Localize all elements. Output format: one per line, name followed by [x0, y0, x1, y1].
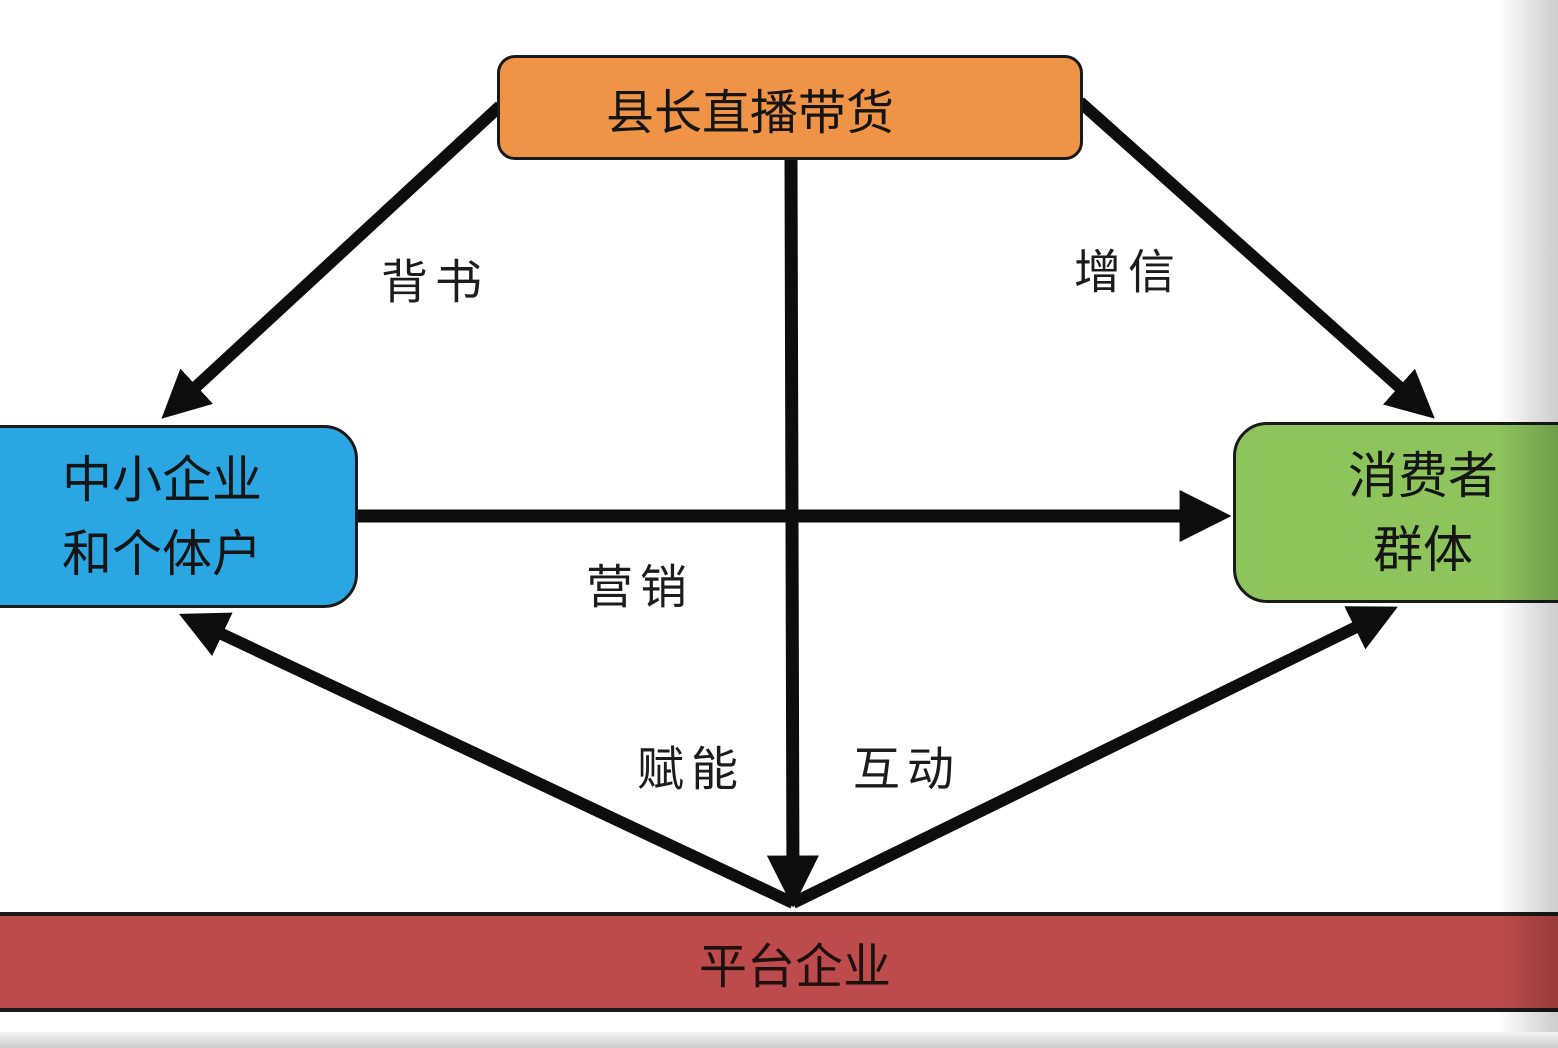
edge-label-marketing: 营销	[586, 560, 694, 616]
edge-label-credit: 增信	[1074, 245, 1182, 301]
edge-interact-arrow	[766, 157, 819, 908]
edge-endorse-arrow	[161, 101, 505, 419]
node-sme-line1: 中小企业	[62, 450, 262, 509]
node-magistrate-livestream-label: 县长直播带货	[605, 84, 894, 141]
node-platform-enterprise: 平台企业	[0, 912, 1558, 1012]
edge-label-endorse: 背书	[381, 255, 489, 311]
node-consumer-group: 消费者 群体	[1233, 422, 1558, 603]
edge-label-empower: 赋能	[637, 742, 745, 798]
edge-platform-consumer-arrow	[790, 606, 1398, 909]
node-sme-line2: 和个体户	[62, 524, 262, 583]
edge-label-interact: 互动	[853, 742, 961, 798]
node-platform-label: 平台企业	[698, 939, 891, 995]
node-consumer-line2: 群体	[1373, 520, 1473, 579]
node-consumer-line1: 消费者	[1348, 446, 1498, 505]
edge-empower-arrow	[178, 612, 796, 909]
edge-credit-arrow	[1076, 97, 1435, 419]
node-sme-individual: 中小企业 和个体户	[0, 425, 358, 608]
node-magistrate-livestream: 县长直播带货	[497, 55, 1083, 160]
